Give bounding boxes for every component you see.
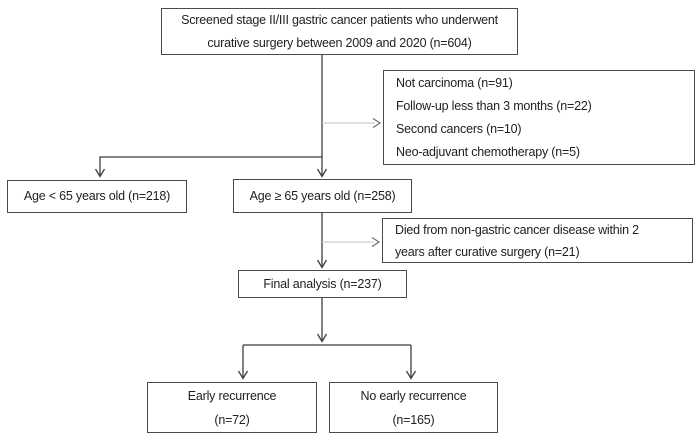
arrowhead-down-split	[316, 333, 328, 343]
box-text-line: Screened stage II/III gastric cancer pat…	[181, 12, 498, 27]
box-text-line: years after curative surgery (n=21)	[395, 244, 580, 259]
box-age-lt-65: Age < 65 years old (n=218)	[7, 180, 187, 213]
box-no-early-recurrence: No early recurrence (n=165)	[329, 382, 498, 433]
box-text-line: Final analysis (n=237)	[263, 276, 382, 291]
box-text-line: Second cancers (n=10)	[396, 121, 522, 136]
arrowhead-down-age-lt-65	[94, 168, 106, 178]
box-text-line: Died from non-gastric cancer disease wit…	[395, 222, 639, 237]
arrowhead-down-age-ge-65	[316, 168, 328, 178]
box-exclusions-2: Died from non-gastric cancer disease wit…	[382, 218, 693, 263]
arrowhead-down-early-recurrence	[237, 370, 249, 380]
box-text-line: (n=165)	[392, 412, 435, 427]
box-exclusions-1: Not carcinoma (n=91) Follow-up less than…	[383, 70, 695, 165]
arrowhead-down-final-analysis	[316, 259, 328, 269]
box-text-line: Follow-up less than 3 months (n=22)	[396, 98, 592, 113]
box-text-line: Early recurrence	[187, 388, 277, 403]
arrowhead-right-exclusions-2	[371, 236, 381, 248]
box-final-analysis: Final analysis (n=237)	[238, 270, 407, 298]
box-text-line: No early recurrence	[360, 388, 467, 403]
box-text-line: (n=72)	[214, 412, 250, 427]
box-text-line: curative surgery between 2009 and 2020 (…	[207, 35, 472, 50]
box-text-line: Age < 65 years old (n=218)	[23, 189, 171, 203]
connector-branch-to-age-lt-65	[99, 156, 322, 176]
box-text-line: Age ≥ 65 years old (n=258)	[249, 188, 396, 203]
box-age-ge-65: Age ≥ 65 years old (n=258)	[233, 179, 412, 213]
box-text-line: Neo-adjuvant chemotherapy (n=5)	[396, 144, 580, 159]
box-text-line: Not carcinoma (n=91)	[396, 75, 513, 90]
arrowhead-right-exclusions-1	[372, 117, 382, 129]
box-early-recurrence: Early recurrence (n=72)	[147, 382, 317, 433]
arrowhead-down-no-early-recurrence	[405, 370, 417, 380]
box-screened-patients: Screened stage II/III gastric cancer pat…	[161, 8, 518, 55]
